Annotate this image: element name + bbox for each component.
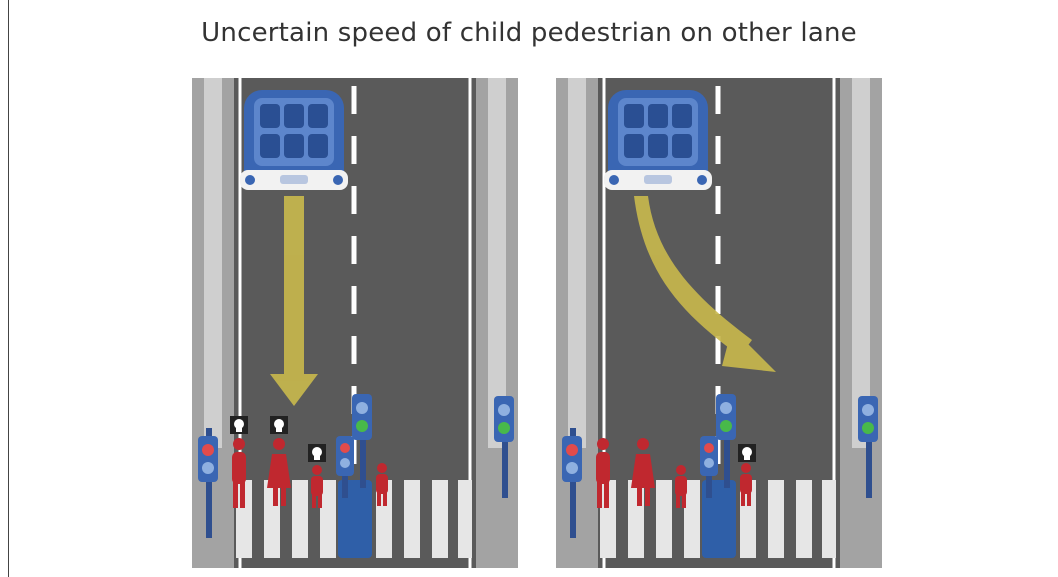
pedestrian-icon bbox=[232, 438, 246, 508]
traffic-light-icon bbox=[700, 436, 718, 498]
pedestrian-icon bbox=[596, 438, 610, 508]
traffic-light-icon bbox=[336, 436, 354, 498]
crosswalk bbox=[600, 480, 836, 558]
car-icon bbox=[240, 90, 348, 190]
traffic-light-icon bbox=[352, 394, 372, 488]
pedestrian-icon bbox=[740, 463, 752, 506]
skull-icon bbox=[738, 444, 756, 462]
median-island bbox=[338, 480, 372, 558]
barrier-right bbox=[488, 78, 506, 448]
pedestrian-icon bbox=[631, 438, 655, 506]
scenario-stay-course bbox=[192, 78, 518, 568]
car-icon bbox=[604, 90, 712, 190]
scenario-swerve bbox=[556, 78, 882, 568]
skull-icon bbox=[270, 416, 288, 434]
traffic-light-icon bbox=[562, 428, 582, 538]
median-island bbox=[702, 480, 736, 558]
traffic-light-icon bbox=[198, 428, 218, 538]
barrier-left bbox=[568, 78, 586, 448]
scenario-swerve-svg bbox=[556, 78, 882, 568]
traffic-light-icon bbox=[716, 394, 736, 488]
pedestrian-icon bbox=[376, 463, 388, 506]
skull-icon bbox=[308, 444, 326, 462]
pedestrian-icon bbox=[267, 438, 291, 506]
barrier-left bbox=[204, 78, 222, 448]
traffic-light-icon bbox=[494, 396, 514, 498]
arrow-straight-icon bbox=[270, 196, 318, 406]
scenario-stay-svg bbox=[192, 78, 518, 568]
skull-icon bbox=[230, 416, 248, 434]
traffic-light-icon bbox=[858, 396, 878, 498]
figure-title: Uncertain speed of child pedestrian on o… bbox=[201, 18, 857, 48]
pedestrian-icon bbox=[311, 465, 323, 508]
barrier-right bbox=[852, 78, 870, 448]
arrow-curve-icon bbox=[634, 196, 776, 372]
pedestrian-icon bbox=[675, 465, 687, 508]
figure-frame bbox=[8, 0, 1058, 577]
